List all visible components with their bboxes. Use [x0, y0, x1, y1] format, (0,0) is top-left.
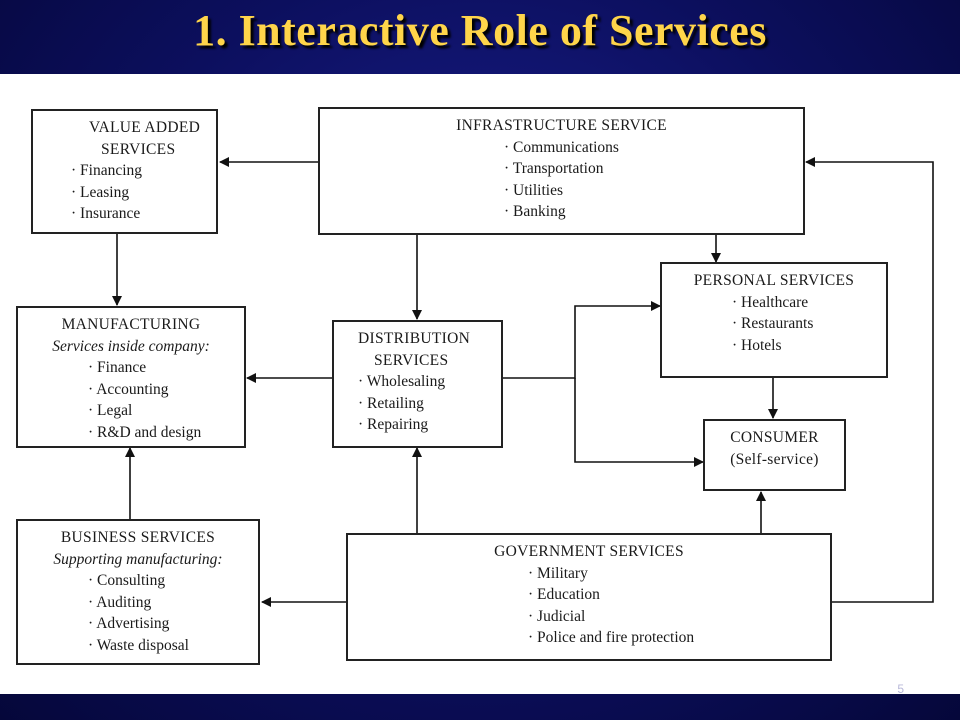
manufacturing-box: MANUFACTURING Services inside company: F…: [16, 306, 246, 448]
government-item: Military: [528, 563, 830, 585]
business-subheading: Supporting manufacturing:: [53, 550, 223, 568]
infrastructure-item: Utilities: [504, 180, 803, 202]
business-item: Waste disposal: [88, 635, 258, 657]
government-services-box: GOVERNMENT SERVICES Military Education J…: [346, 533, 832, 661]
distribution-heading-1: DISTRIBUTION: [358, 330, 471, 347]
arrow-distribution-to-consumer: [574, 378, 704, 467]
infrastructure-heading: INFRASTRUCTURE SERVICE: [456, 117, 667, 134]
value-added-item: Insurance: [71, 203, 216, 225]
distribution-item: Repairing: [358, 414, 501, 436]
infrastructure-item: Communications: [504, 137, 803, 159]
business-list: Consulting Auditing Advertising Waste di…: [88, 570, 258, 656]
consumer-box: CONSUMER (Self-service): [703, 419, 846, 491]
infrastructure-list: Communications Transportation Utilities …: [504, 137, 803, 223]
infrastructure-service-box: INFRASTRUCTURE SERVICE Communications Tr…: [318, 107, 805, 235]
government-item: Education: [528, 584, 830, 606]
personal-services-box: PERSONAL SERVICES Healthcare Restaurants…: [660, 262, 888, 378]
manufacturing-item: R&D and design: [88, 422, 244, 444]
government-item: Police and fire protection: [528, 627, 830, 649]
business-item: Consulting: [88, 570, 258, 592]
business-item: Advertising: [88, 613, 258, 635]
value-added-services-box: VALUE ADDED SERVICES Financing Leasing I…: [31, 109, 218, 234]
page-number: 5: [897, 682, 904, 696]
distribution-list: Wholesaling Retailing Repairing: [358, 371, 501, 436]
value-added-list: Financing Leasing Insurance: [71, 160, 216, 225]
manufacturing-list: Finance Accounting Legal R&D and design: [88, 357, 244, 443]
government-heading: GOVERNMENT SERVICES: [494, 543, 684, 560]
value-added-heading-2: SERVICES: [101, 140, 176, 158]
consumer-heading: CONSUMER: [730, 429, 819, 446]
distribution-heading-2: SERVICES: [374, 351, 449, 369]
business-item: Auditing: [88, 592, 258, 614]
business-services-box: BUSINESS SERVICES Supporting manufacturi…: [16, 519, 260, 665]
diagram-panel: VALUE ADDED SERVICES Financing Leasing I…: [0, 74, 960, 694]
manufacturing-subheading: Services inside company:: [52, 337, 210, 355]
manufacturing-heading: MANUFACTURING: [61, 316, 201, 333]
manufacturing-item: Accounting: [88, 379, 244, 401]
distribution-item: Wholesaling: [358, 371, 501, 393]
arrow-distribution-to-personal: [503, 301, 661, 379]
personal-heading: PERSONAL SERVICES: [693, 272, 855, 289]
personal-list: Healthcare Restaurants Hotels: [732, 292, 886, 357]
slide-title: 1. Interactive Role of Services: [193, 6, 767, 55]
business-heading: BUSINESS SERVICES: [60, 529, 216, 546]
value-added-heading-1: VALUE ADDED: [89, 119, 201, 136]
value-added-item: Financing: [71, 160, 216, 182]
distribution-services-box: DISTRIBUTION SERVICES Wholesaling Retail…: [332, 320, 503, 448]
government-list: Military Education Judicial Police and f…: [528, 563, 830, 649]
distribution-item: Retailing: [358, 393, 501, 415]
personal-item: Hotels: [732, 335, 886, 357]
value-added-item: Leasing: [71, 182, 216, 204]
government-item: Judicial: [528, 606, 830, 628]
connector-layer: [112, 157, 934, 607]
personal-item: Healthcare: [732, 292, 886, 314]
consumer-subheading: (Self-service): [730, 450, 819, 468]
arrow-government-to-infrastructure: [805, 157, 934, 603]
manufacturing-item: Finance: [88, 357, 244, 379]
infrastructure-item: Transportation: [504, 158, 803, 180]
infrastructure-item: Banking: [504, 201, 803, 223]
personal-item: Restaurants: [732, 313, 886, 335]
manufacturing-item: Legal: [88, 400, 244, 422]
